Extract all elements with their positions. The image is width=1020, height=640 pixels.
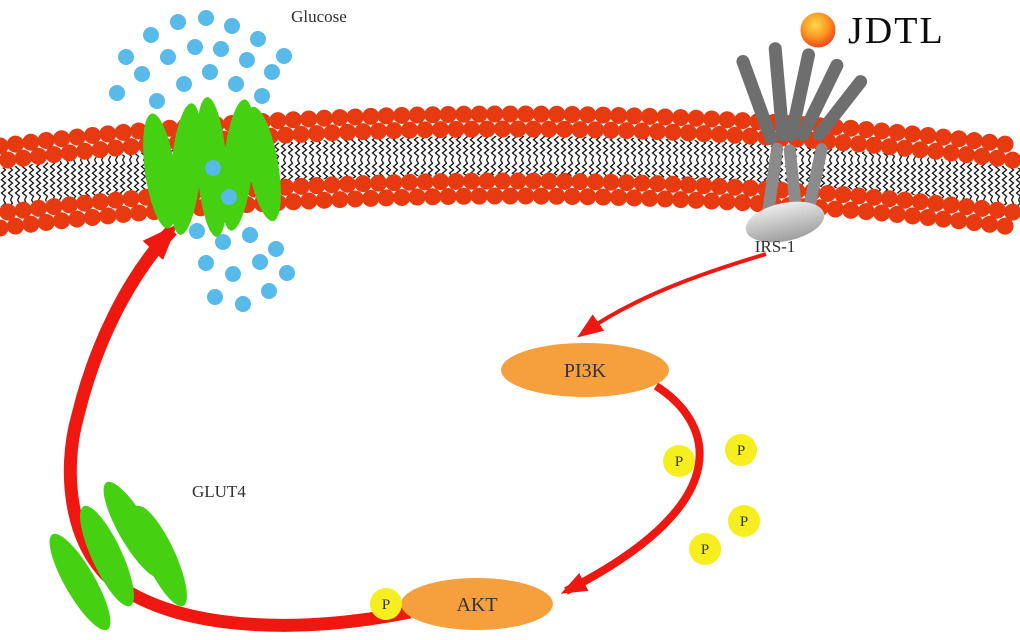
irs1-label: IRS-1	[755, 237, 796, 256]
glucose-molecule	[207, 289, 223, 305]
glucose-molecule	[160, 49, 176, 65]
glucose-molecule	[242, 227, 258, 243]
glucose-molecule	[279, 265, 295, 281]
glucose-molecule	[228, 76, 244, 92]
membrane-lipid-heads	[0, 172, 1020, 222]
arrow-irs1-to-pi3k	[577, 252, 767, 338]
receptor-subunit	[796, 58, 844, 142]
glucose-molecule	[134, 66, 150, 82]
glucose-molecule	[225, 266, 241, 282]
receptor-subunit	[812, 75, 868, 141]
glucose-molecules-intracellular	[189, 160, 295, 312]
glut4-label: GLUT4	[192, 482, 246, 501]
irs1-blob	[745, 201, 825, 243]
brand-logo: JDTL	[800, 10, 945, 52]
vesicle-subunit	[133, 505, 187, 607]
phosphate-circle	[689, 533, 721, 565]
receptor-subunit	[760, 142, 784, 228]
glucose-molecule	[176, 76, 192, 92]
glut4-channel	[143, 97, 281, 237]
phosphate-circle	[728, 505, 760, 537]
glucose-molecule	[198, 255, 214, 271]
logo-gradient-dot	[800, 12, 836, 48]
glucose-molecule	[264, 64, 280, 80]
membrane-lipid-heads	[0, 187, 1020, 237]
glucose-molecule	[261, 283, 277, 299]
phosphate-badge: P	[663, 445, 695, 477]
receptor-subunit	[736, 54, 778, 146]
glucose-molecule	[224, 18, 240, 34]
channel-subunit	[169, 103, 203, 235]
glucose-molecule	[187, 39, 203, 55]
glucose-molecule	[189, 223, 205, 239]
glucose-label: Glucose	[291, 7, 347, 26]
phosphate-label: P	[675, 454, 683, 470]
receptor-subunit	[768, 42, 790, 142]
phosphate-badge: P	[728, 505, 760, 537]
glucose-molecule	[109, 85, 125, 101]
akt-node: AKT	[401, 578, 553, 630]
phosphate-badge: P	[370, 588, 402, 620]
phosphate-label: P	[740, 514, 748, 530]
glucose-molecule	[202, 64, 218, 80]
glucose-molecule	[143, 27, 159, 43]
receptor-subunit	[784, 48, 816, 142]
phosphate-label: P	[737, 443, 745, 459]
glucose-molecules-extracellular	[109, 10, 292, 109]
glucose-molecule	[254, 88, 270, 104]
phosphate-badge: P	[689, 533, 721, 565]
glucose-molecule	[252, 254, 268, 270]
glucose-molecule	[149, 93, 165, 109]
glucose-molecule	[215, 234, 231, 250]
glucose-molecule	[250, 31, 266, 47]
glucose-molecule	[239, 52, 255, 68]
phosphate-circle	[663, 445, 695, 477]
channel-subunit	[245, 106, 281, 222]
akt-ellipse	[401, 578, 553, 630]
pi3k-label: PI3K	[564, 360, 607, 382]
glucose-molecule	[235, 296, 251, 312]
vesicle-subunit	[80, 505, 134, 607]
phosphate-circle	[725, 434, 757, 466]
pi3k-node: PI3K	[501, 343, 669, 397]
arrow-akt-to-glut4	[63, 224, 412, 632]
phosphate-badge: P	[725, 434, 757, 466]
glucose-molecule	[198, 10, 214, 26]
glucose-molecule	[170, 14, 186, 30]
glucose-molecule	[118, 49, 134, 65]
glucose-molecule	[276, 48, 292, 64]
akt-label: AKT	[456, 594, 497, 616]
glucose-molecule	[221, 189, 237, 205]
logo-text: JDTL	[848, 10, 945, 52]
phosphate-circle	[370, 588, 402, 620]
channel-subunit	[143, 113, 177, 229]
pi3k-ellipse	[501, 343, 669, 397]
arrow-pi3k-to-akt	[560, 382, 704, 595]
glut4-vesicle	[49, 481, 187, 631]
phosphate-label: P	[382, 597, 390, 613]
phosphate-label: P	[701, 542, 709, 558]
glucose-molecule	[213, 41, 229, 57]
insulin-receptor	[736, 42, 868, 243]
glucose-molecule	[268, 241, 284, 257]
glucose-molecule	[205, 160, 221, 176]
vesicle-subunit	[49, 533, 111, 631]
